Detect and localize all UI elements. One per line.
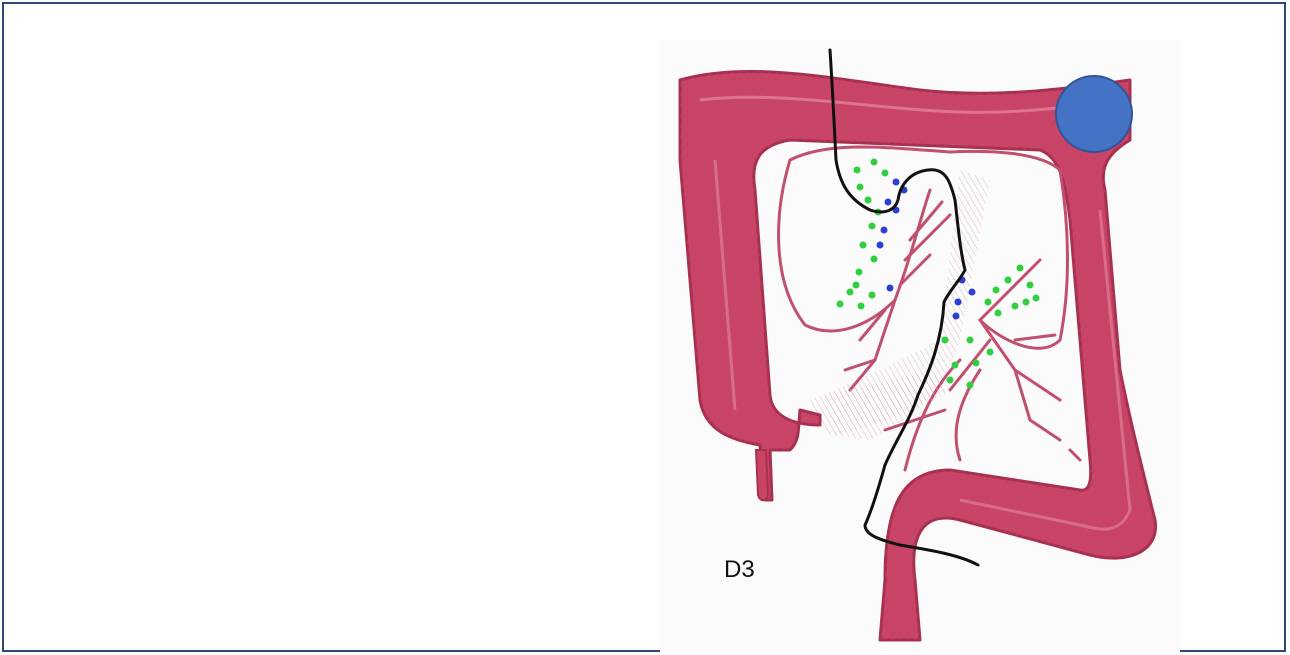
- tumor-marker-circle: [1056, 76, 1132, 152]
- diagram-label: D3: [724, 556, 755, 584]
- appendix: [756, 450, 768, 500]
